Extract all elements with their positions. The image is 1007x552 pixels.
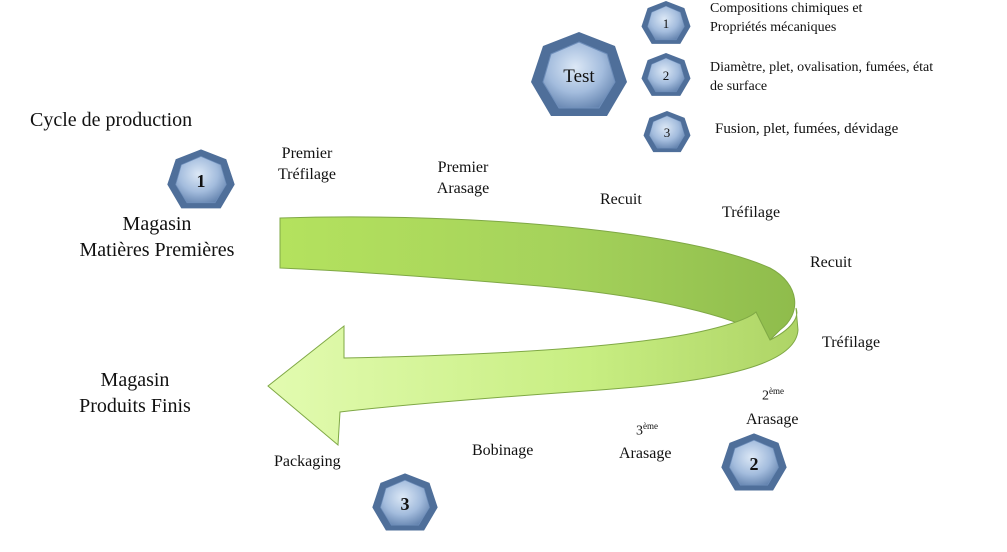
store-finished-label-line1: Magasin: [40, 368, 230, 392]
badge-2: 2: [719, 432, 789, 496]
step-premier-arasage-line2: Arasage: [413, 179, 513, 198]
test-item-3-number: 3: [640, 110, 694, 156]
step-premier-trefilage-line2: Tréfilage: [257, 165, 357, 184]
diagram-title: Cycle de production: [30, 108, 192, 132]
process-arrow-lower-band: [268, 308, 798, 445]
badge-3: 3: [370, 472, 440, 536]
test-item-1-text-line1: Compositions chimiques et: [710, 1, 862, 18]
process-arrow-upper-band: [280, 217, 795, 340]
step-arasage-3-label: Arasage: [619, 444, 671, 463]
step-premier-trefilage-line1: Premier: [257, 144, 357, 163]
step-arasage-2-label: Arasage: [746, 410, 798, 429]
test-item-1-badge: 1: [638, 0, 694, 48]
step-recuit-2: Recuit: [810, 253, 852, 272]
test-item-3-badge: 3: [640, 110, 694, 156]
badge-3-number: 3: [370, 472, 440, 536]
store-raw-badge: 1: [165, 148, 237, 214]
step-trefilage-1: Tréfilage: [722, 203, 780, 222]
test-badge: Test: [529, 30, 629, 124]
test-item-2-text-line2: de surface: [710, 79, 767, 96]
test-item-1-text-line2: Propriétés mécaniques: [710, 20, 836, 37]
step-trefilage-2: Tréfilage: [822, 333, 880, 352]
store-raw-label-line1: Magasin: [62, 212, 252, 236]
step-arasage-3-number: 3: [636, 424, 643, 439]
test-item-2-number: 2: [638, 52, 694, 100]
step-arasage-3-suffix: ème: [643, 421, 658, 431]
store-raw-label-line2: Matières Premières: [32, 238, 282, 262]
step-premier-arasage-line1: Premier: [413, 158, 513, 177]
badge-2-number: 2: [719, 432, 789, 496]
store-finished-label-line2: Produits Finis: [40, 394, 230, 418]
test-item-3-text: Fusion, plet, fumées, dévidage: [715, 120, 898, 138]
step-arasage-2-number: 2: [762, 389, 769, 404]
test-item-1-number: 1: [638, 0, 694, 48]
step-packaging: Packaging: [274, 452, 341, 471]
step-arasage-3-ordinal: 3ème: [636, 421, 658, 440]
step-arasage-2-suffix: ème: [769, 386, 784, 396]
step-arasage-2-ordinal: 2ème: [762, 386, 784, 405]
store-raw-number: 1: [165, 148, 237, 214]
test-item-2-badge: 2: [638, 52, 694, 100]
test-label: Test: [529, 30, 629, 124]
test-item-2-text-line1: Diamètre, plet, ovalisation, fumées, éta…: [710, 60, 933, 77]
step-recuit-1: Recuit: [600, 190, 642, 209]
step-bobinage: Bobinage: [472, 441, 533, 460]
